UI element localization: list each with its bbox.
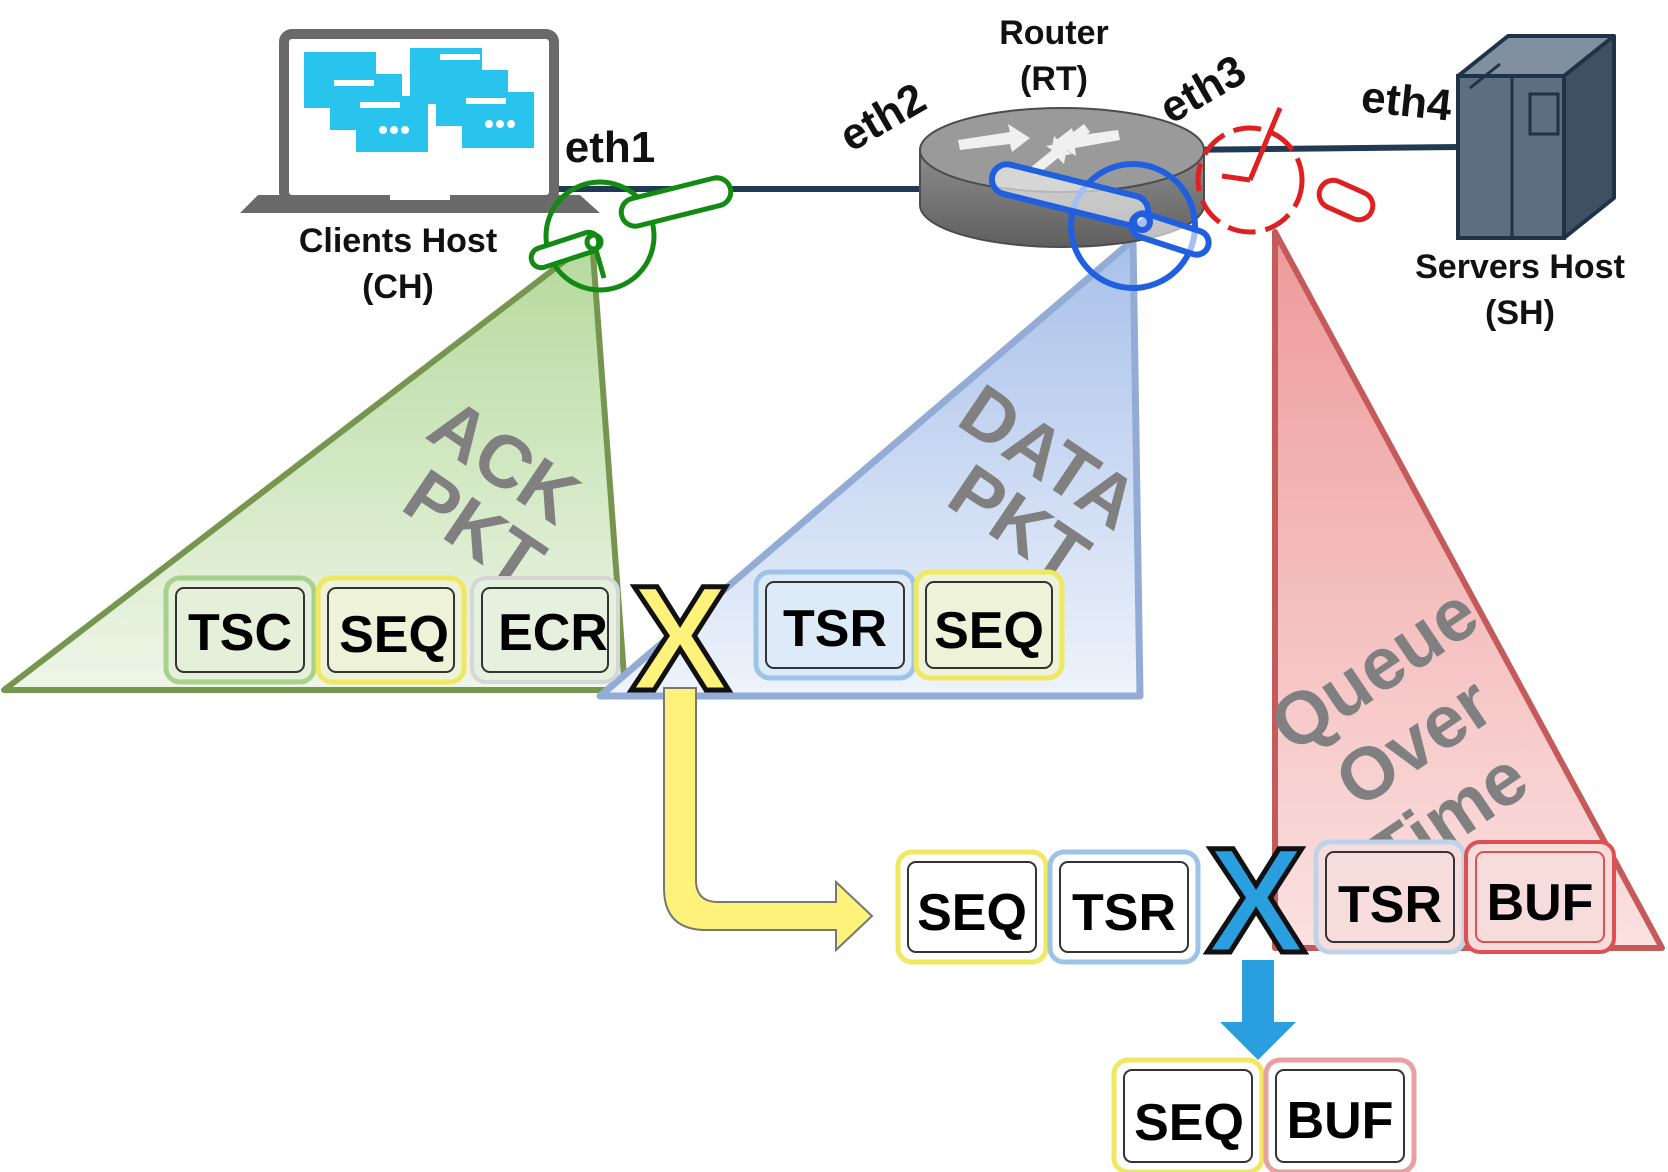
router-abbr: (RT) xyxy=(1020,60,1088,98)
svg-text:TSR: TSR xyxy=(783,600,887,658)
queue-field-buf: BUF xyxy=(1464,840,1616,954)
eth3-label: eth3 xyxy=(1151,46,1254,134)
svg-text:TSR: TSR xyxy=(1338,876,1442,934)
data-field-seq: SEQ xyxy=(913,569,1065,681)
svg-text:SEQ: SEQ xyxy=(934,602,1044,660)
servers-host-abbr: (SH) xyxy=(1485,294,1555,332)
data-field-tsr: TSR xyxy=(753,569,917,681)
svg-text:BUF: BUF xyxy=(1287,1092,1394,1150)
svg-text:ECR: ECR xyxy=(498,604,608,662)
clients-host-laptop-icon xyxy=(240,29,600,213)
join1-field-tsr: TSR xyxy=(1047,849,1201,965)
router-name: Router xyxy=(999,14,1109,52)
ack-field-ecr: ECR xyxy=(470,576,620,684)
eth3-queue-probe-icon xyxy=(1195,107,1376,235)
clients-host-abbr: (CH) xyxy=(362,268,434,306)
blue-join-x: X xyxy=(1206,816,1306,984)
eth1-probe-icon xyxy=(528,175,734,293)
servers-host-name: Servers Host xyxy=(1415,248,1625,286)
eth3-probe-icon xyxy=(988,161,1212,291)
ack-region xyxy=(1,237,628,693)
svg-text:SEQ: SEQ xyxy=(339,606,449,664)
clients-host-name: Clients Host xyxy=(299,222,497,260)
ack-field-tsc: TSC xyxy=(163,575,317,685)
eth4-label: eth4 xyxy=(1359,72,1455,130)
svg-text:BUF: BUF xyxy=(1487,874,1594,932)
svg-text:SEQ: SEQ xyxy=(917,884,1027,942)
blue-join-arrow xyxy=(1220,960,1296,1060)
join1-field-seq: SEQ xyxy=(895,849,1049,965)
servers-host-server-icon xyxy=(1456,34,1616,240)
svg-text:TSC: TSC xyxy=(188,604,292,662)
eth2-label: eth2 xyxy=(831,74,934,162)
eth1-label: eth1 xyxy=(565,123,655,172)
result-field-buf: BUF xyxy=(1263,1057,1417,1172)
result-field-seq: SEQ xyxy=(1111,1057,1265,1172)
ack-field-seq: SEQ xyxy=(315,575,467,685)
svg-text:SEQ: SEQ xyxy=(1134,1094,1244,1152)
yellow-join-arrow xyxy=(663,687,874,953)
svg-text:TSR: TSR xyxy=(1072,884,1176,942)
queue-field-tsr: TSR xyxy=(1313,839,1467,955)
link-rt-sh xyxy=(1169,144,1461,153)
